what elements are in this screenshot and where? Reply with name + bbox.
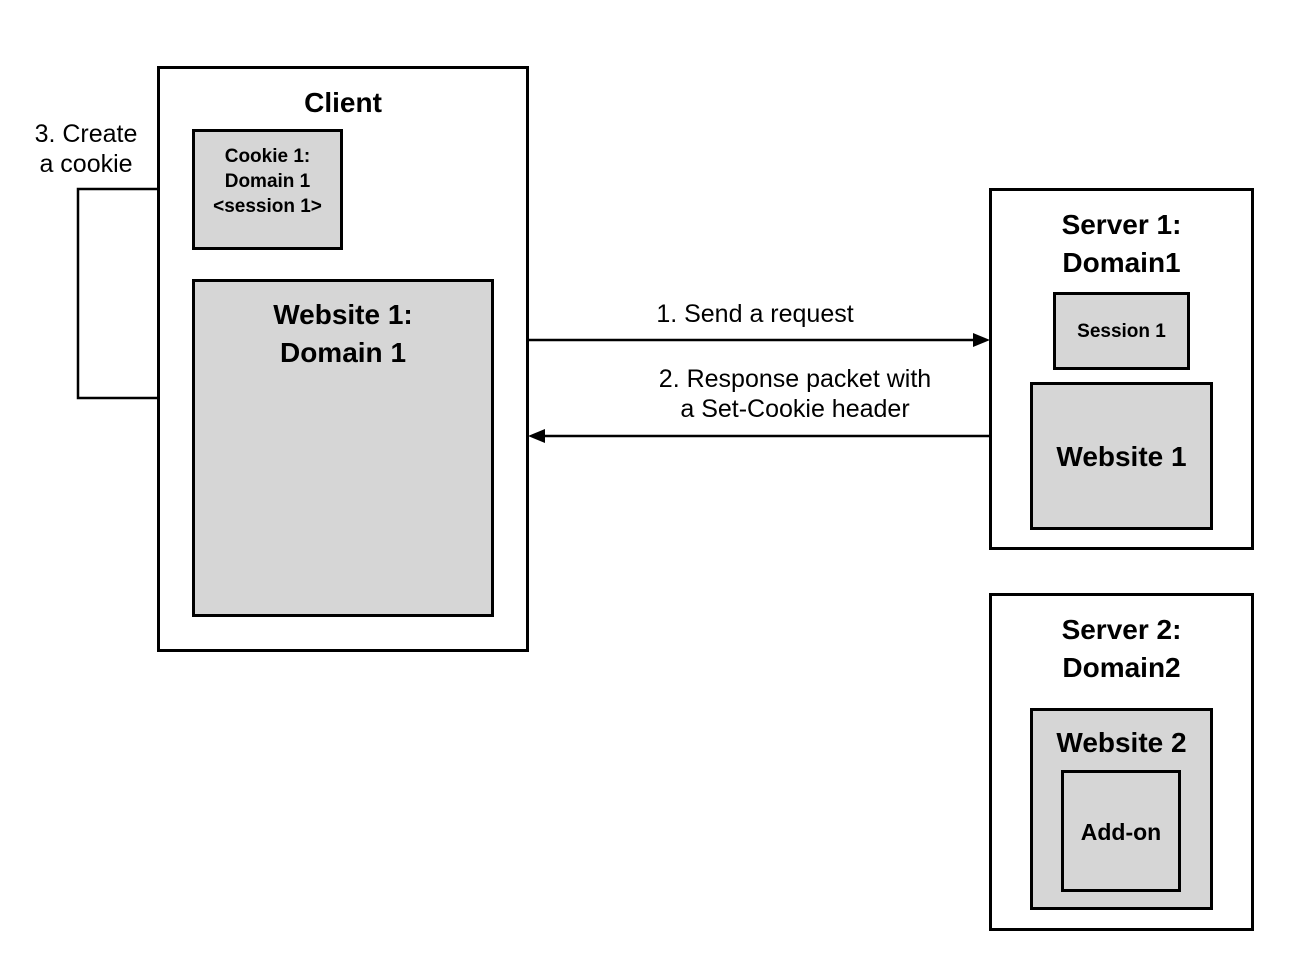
server1-website-box: Website 1 [1030,382,1213,530]
session-label: Session 1 [1077,321,1166,342]
cookie-label-line2: Domain 1 [224,171,311,192]
client-website-label: Website 1: Domain 1 [195,296,491,372]
addon-box: Add-on [1061,770,1181,892]
server1-label: Server 1: Domain1 [992,206,1251,282]
session-box: Session 1 [1053,292,1190,370]
server1-label-line1: Server 1: [1061,209,1182,240]
cookie-label-line3: <session 1> [213,196,322,217]
server2-label: Server 2: Domain2 [992,611,1251,687]
cookie-box: Cookie 1: Domain 1 <session 1> [192,129,343,250]
response-label-line2: a Set-Cookie header [680,395,910,423]
cookie-loop-line [76,187,176,400]
cookie-create-label-line2: a cookie [39,150,133,178]
response-label-line1: 2. Response packet with [658,365,932,393]
client-website-label-line1: Website 1: [273,299,413,330]
cookie-label-line1: Cookie 1: [224,146,311,167]
client-website-label-line2: Domain 1 [279,337,407,368]
request-label: 1. Send a request [656,300,854,328]
server2-label-line1: Server 2: [1061,614,1182,645]
server1-website-label: Website 1 [1056,441,1187,472]
server2-website-label: Website 2 [1056,727,1187,758]
client-website-box: Website 1: Domain 1 [192,279,494,617]
cookie-create-label-line1: 3. Create [34,120,138,148]
server1-label-line2: Domain1 [1062,247,1181,278]
client-title: Client [304,87,382,118]
cookie-label: Cookie 1: Domain 1 <session 1> [195,144,340,219]
response-label: 2. Response packet with a Set-Cookie hea… [625,364,965,424]
server2-label-line2: Domain2 [1062,652,1181,683]
request-arrowhead [973,333,990,347]
response-arrowhead [528,429,545,443]
addon-label: Add-on [1080,819,1162,845]
cookie-create-label: 3. Create a cookie [16,119,156,179]
